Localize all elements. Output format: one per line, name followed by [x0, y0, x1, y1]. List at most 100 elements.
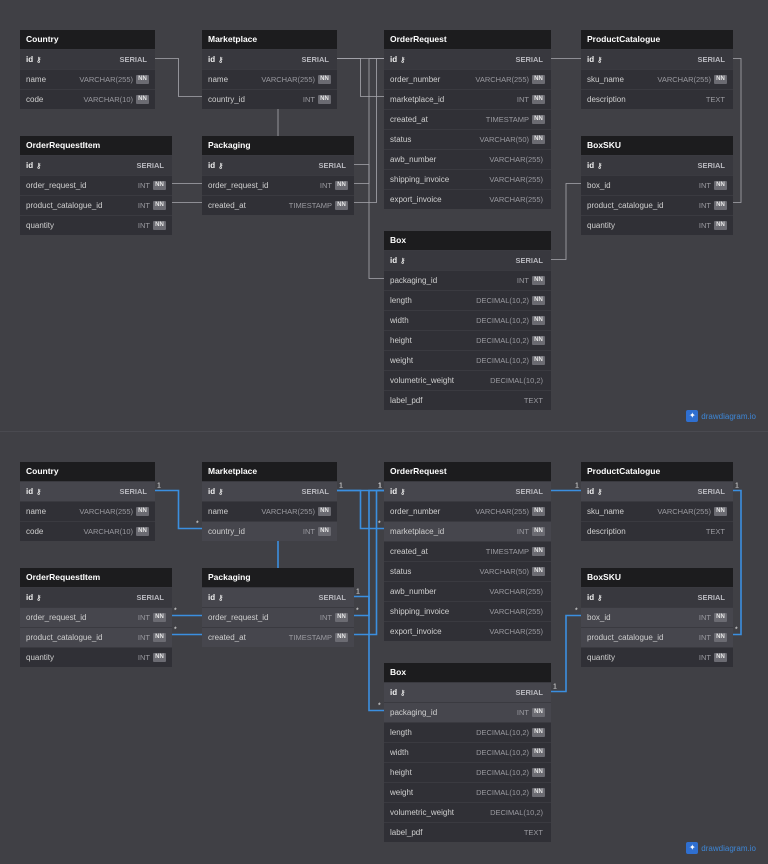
brand-watermark[interactable]: ✦drawdiagram.io — [686, 409, 756, 423]
column-row[interactable]: id⚷SERIAL — [384, 682, 551, 702]
table-title[interactable]: Marketplace — [202, 462, 337, 481]
column-row[interactable]: id⚷SERIAL — [202, 481, 337, 501]
relationship-line[interactable] — [337, 58, 384, 97]
relationship-line[interactable] — [155, 58, 202, 97]
column-row[interactable]: id⚷SERIAL — [20, 587, 172, 607]
table-title[interactable]: Country — [20, 462, 155, 481]
table-title[interactable]: OrderRequest — [384, 462, 551, 481]
table-title[interactable]: OrderRequestItem — [20, 568, 172, 587]
column-row[interactable]: id⚷SERIAL — [384, 481, 551, 501]
column-row[interactable]: id⚷SERIAL — [20, 155, 172, 175]
column-row[interactable]: id⚷SERIAL — [202, 49, 337, 69]
table-title[interactable]: BoxSKU — [581, 568, 733, 587]
column-row[interactable]: id⚷SERIAL — [581, 481, 733, 501]
table-title[interactable]: Marketplace — [202, 30, 337, 49]
relationship-line[interactable] — [551, 614, 581, 693]
table-title[interactable]: OrderRequest — [384, 30, 551, 49]
column-row[interactable]: id⚷SERIAL — [202, 155, 354, 175]
table-title[interactable]: ProductCatalogue — [581, 462, 733, 481]
column-row[interactable]: id⚷SERIAL — [384, 49, 551, 69]
relationship-line[interactable] — [354, 164, 384, 279]
table-title[interactable]: Packaging — [202, 568, 354, 587]
table-title[interactable]: Box — [384, 231, 551, 250]
relationship-line[interactable] — [551, 183, 581, 260]
brand-watermark[interactable]: ✦drawdiagram.io — [686, 841, 756, 855]
relationship-line[interactable] — [354, 595, 384, 712]
relationship-line[interactable] — [733, 489, 742, 636]
table-title[interactable]: Country — [20, 30, 155, 49]
column-row[interactable]: id⚷SERIAL — [581, 587, 733, 607]
relationship-line[interactable] — [733, 58, 742, 203]
column-row[interactable]: id⚷SERIAL — [202, 587, 354, 607]
column-row[interactable]: id⚷SERIAL — [581, 49, 733, 69]
column-row[interactable]: id⚷SERIAL — [20, 481, 155, 501]
table-title[interactable]: ProductCatalogue — [581, 30, 733, 49]
table-title[interactable]: BoxSKU — [581, 136, 733, 155]
